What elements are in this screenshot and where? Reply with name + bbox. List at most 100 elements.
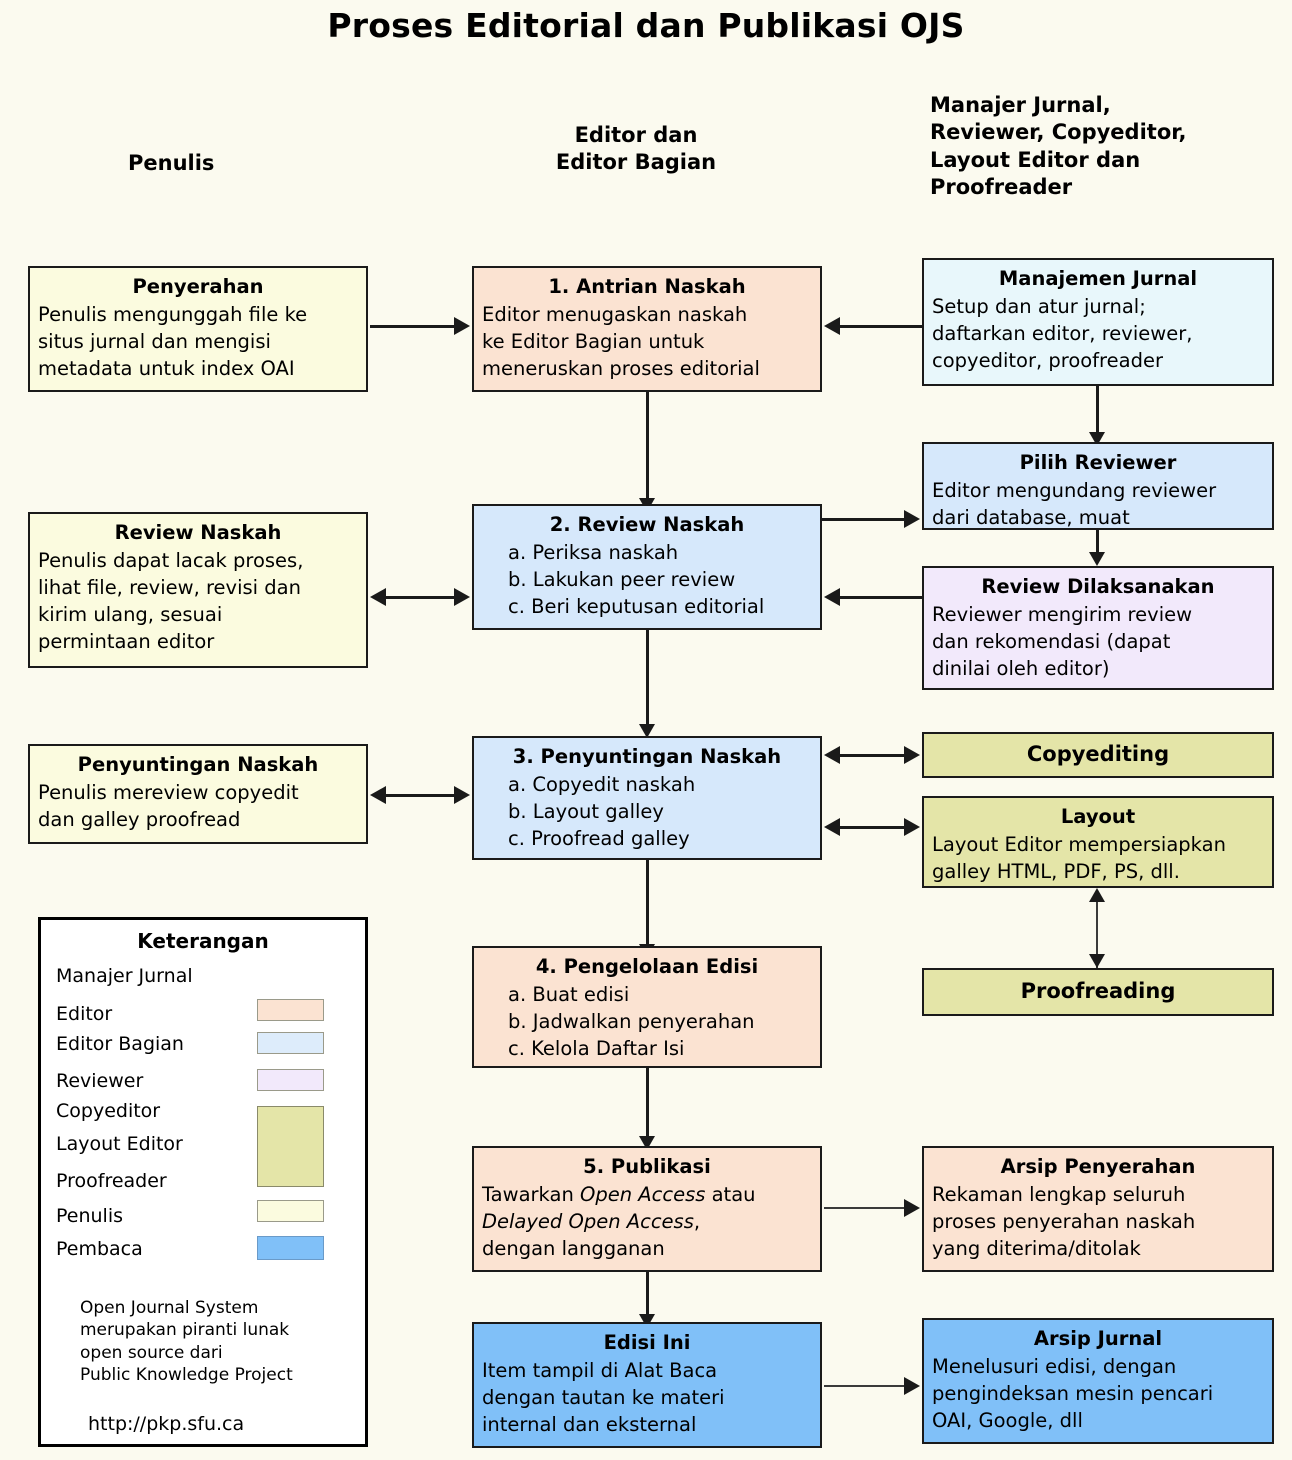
box-edisi-ini[interactable]: Edisi Ini Item tampil di Alat Baca denga… [472, 1322, 822, 1448]
box-review-naskah-penulis-line-2: lihat file, review, revisi dan [38, 576, 301, 600]
box-pengelolaan-edisi-line-1: a. Buat edisi [508, 983, 630, 1007]
box-arsip-jurnal[interactable]: Arsip Jurnal Menelusuri edisi, dengan pe… [922, 1318, 1274, 1444]
legend-note-line-1: Open Journal System [80, 1298, 259, 1318]
box-review-naskah-penulis-heading: Review Naskah [114, 521, 282, 544]
arrowhead-layout-up [1089, 888, 1105, 902]
box-proofreading[interactable]: Proofreading [922, 968, 1274, 1016]
box-edisi-ini-line-2: dengan tautan ke materi [482, 1386, 725, 1410]
box-pilih-reviewer-line-1: Editor mengundang reviewer [932, 479, 1217, 503]
box-publikasi-line-1: Tawarkan Open Access atau [482, 1181, 812, 1208]
column-heading-others-line2: Reviewer, Copyeditor, [930, 120, 1187, 145]
column-heading-penulis: Penulis [128, 151, 215, 175]
connector-review-dilaksanakan-to-review [840, 596, 924, 599]
box-penyuntingan-naskah-penulis[interactable]: Penyuntingan Naskah Penulis mereview cop… [28, 744, 368, 844]
connector-review-to-pilih-reviewer [822, 518, 906, 521]
box-review-naskah-penulis[interactable]: Review Naskah Penulis dapat lacak proses… [28, 512, 368, 668]
connector-penyuntingan-to-copyediting [840, 754, 908, 757]
column-heading-editor-line1: Editor dan [574, 123, 698, 147]
box-manajemen-jurnal-line-2: daftarkan editor, reviewer, [932, 322, 1193, 346]
box-arsip-jurnal-line-1: Menelusuri edisi, dengan [932, 1355, 1177, 1379]
legend-note-line-4: Public Knowledge Project [80, 1365, 293, 1386]
column-heading-editor: Editor dan Editor Bagian [521, 122, 751, 177]
box-copyediting[interactable]: Copyediting [922, 732, 1274, 778]
legend-note-line-3: open source dari [80, 1342, 223, 1363]
box-arsip-penyerahan-line-2: proses penyerahan naskah [932, 1210, 1196, 1234]
legend-note: Open Journal System merupakan piranti lu… [80, 1297, 293, 1387]
box-proofreading-heading: Proofreading [1020, 978, 1176, 1003]
box-publikasi-line-2: Delayed Open Access, [482, 1208, 812, 1235]
box-antrian-naskah-line-3: meneruskan proses editorial [482, 357, 760, 381]
connector-manajemen-to-pilih-reviewer [1096, 386, 1099, 436]
box-publikasi-line2-b: , [693, 1210, 701, 1234]
box-review-dilaksanakan[interactable]: Review Dilaksanakan Reviewer mengirim re… [922, 566, 1274, 690]
box-review-dilaksanakan-heading: Review Dilaksanakan [981, 575, 1215, 598]
box-review-naskah[interactable]: 2. Review Naskah a. Periksa naskah b. La… [472, 504, 822, 630]
legend-item-pembaca: Pembaca [56, 1238, 143, 1260]
box-penyerahan-line-2: situs jurnal dan mengisi [38, 330, 271, 354]
box-review-dilaksanakan-line-1: Reviewer mengirim review [932, 603, 1193, 627]
legend-item-copyeditor: Copyeditor [56, 1100, 161, 1122]
legend-swatch-penulis [257, 1200, 324, 1222]
box-penyerahan[interactable]: Penyerahan Penulis mengunggah file ke si… [28, 266, 368, 392]
box-edisi-ini-line-3: internal dan eksternal [482, 1413, 697, 1437]
box-manajemen-jurnal[interactable]: Manajemen Jurnal Setup dan atur jurnal; … [922, 258, 1274, 386]
legend-swatch-editor-bagian [257, 1032, 324, 1054]
connector-penyuntingan-penulis-to-penyuntingan [386, 794, 456, 797]
box-pengelolaan-edisi[interactable]: 4. Pengelolaan Edisi a. Buat edisi b. Ja… [472, 946, 822, 1068]
box-pilih-reviewer[interactable]: Pilih Reviewer Editor mengundang reviewe… [922, 442, 1274, 530]
box-antrian-naskah[interactable]: 1. Antrian Naskah Editor menugaskan nask… [472, 266, 822, 392]
box-penyuntingan-naskah-line-1: a. Copyedit naskah [508, 773, 696, 797]
box-penyuntingan-naskah-penulis-heading: Penyuntingan Naskah [77, 753, 319, 776]
box-publikasi[interactable]: 5. Publikasi Tawarkan Open Access atau D… [472, 1146, 822, 1272]
box-penyuntingan-naskah[interactable]: 3. Penyuntingan Naskah a. Copyedit naska… [472, 736, 822, 860]
box-manajemen-jurnal-line-3: copyeditor, proofreader [932, 349, 1163, 373]
box-arsip-penyerahan-heading: Arsip Penyerahan [1000, 1155, 1196, 1178]
legend-item-reviewer: Reviewer [56, 1070, 144, 1092]
legend-url[interactable]: http://pkp.sfu.ca [88, 1413, 245, 1435]
column-heading-others-line3: Layout Editor dan [930, 147, 1141, 172]
box-manajemen-jurnal-heading: Manajemen Jurnal [998, 267, 1198, 290]
legend-swatch-editor [257, 999, 324, 1021]
box-pilih-reviewer-heading: Pilih Reviewer [1019, 451, 1177, 474]
legend-item-manajer-jurnal: Manajer Jurnal [56, 965, 193, 987]
connector-penyerahan-to-antrian [370, 325, 456, 328]
box-arsip-jurnal-line-2: pengindeksan mesin pencari [932, 1382, 1214, 1406]
legend-title: Keterangan [137, 929, 269, 953]
box-arsip-jurnal-heading: Arsip Jurnal [1033, 1327, 1163, 1350]
arrowhead-review-to-penyuntingan [639, 724, 655, 738]
arrowhead-review-left [370, 588, 386, 606]
box-arsip-jurnal-line-3: OAI, Google, dll [932, 1409, 1083, 1433]
column-heading-others-line4: Proofreader [930, 174, 1073, 199]
box-arsip-penyerahan-line-3: yang diterima/ditolak [932, 1237, 1141, 1261]
box-pengelolaan-edisi-line-2: b. Jadwalkan penyerahan [508, 1010, 755, 1034]
legend-swatch-reviewer [257, 1069, 324, 1091]
connector-antrian-to-review [646, 392, 649, 502]
box-pengelolaan-edisi-heading: 4. Pengelolaan Edisi [535, 955, 759, 978]
arrowhead-pilih-reviewer-to-review-dilaksanakan [1089, 552, 1105, 566]
arrowhead-review-dilaksanakan-to-review [824, 588, 840, 606]
page-title: Proses Editorial dan Publikasi OJS [327, 6, 965, 45]
box-publikasi-line1-b: atau [705, 1183, 756, 1207]
legend-item-layout-editor: Layout Editor [56, 1133, 183, 1155]
arrowhead-review-to-pilih-reviewer [904, 510, 920, 528]
arrowhead-layout-right [904, 818, 920, 836]
box-layout[interactable]: Layout Layout Editor mempersiapkan galle… [922, 796, 1274, 888]
column-heading-others: Manajer Jurnal, Reviewer, Copyeditor, La… [930, 92, 1187, 201]
box-penyuntingan-naskah-penulis-line-2: dan galley proofread [38, 808, 241, 832]
box-copyediting-heading: Copyediting [1026, 741, 1170, 766]
legend-swatch-pembaca [257, 1236, 324, 1260]
legend-item-penulis: Penulis [56, 1205, 124, 1227]
connector-publikasi-to-arsip-penyerahan [824, 1207, 912, 1209]
connector-pengelolaan-to-publikasi [646, 1068, 649, 1150]
box-review-naskah-line-1: a. Periksa naskah [508, 541, 679, 565]
box-arsip-penyerahan[interactable]: Arsip Penyerahan Rekaman lengkap seluruh… [922, 1146, 1274, 1272]
connector-edisi-ini-to-arsip-jurnal [824, 1385, 912, 1387]
legend-item-editor-bagian: Editor Bagian [56, 1033, 184, 1055]
box-review-naskah-penulis-line-1: Penulis dapat lacak proses, [38, 549, 304, 573]
legend-swatch-copyeditor-layout-proofreader [257, 1106, 324, 1187]
box-pilih-reviewer-line-2: dari database, muat [932, 506, 1130, 530]
box-penyuntingan-naskah-penulis-line-1: Penulis mereview copyedit [38, 781, 299, 805]
box-publikasi-heading: 5. Publikasi [583, 1155, 711, 1178]
box-review-naskah-line-3: c. Beri keputusan editorial [508, 595, 765, 619]
connector-review-to-penyuntingan [646, 630, 649, 732]
